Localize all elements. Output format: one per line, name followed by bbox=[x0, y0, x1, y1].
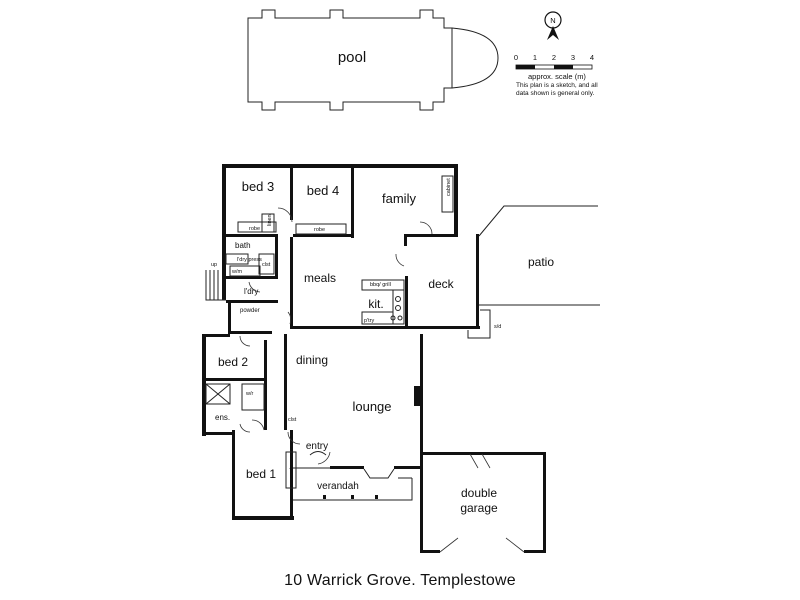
pool-label: pool bbox=[338, 49, 366, 66]
label-kitchen: kit. bbox=[368, 297, 383, 311]
label-dining: dining bbox=[296, 353, 328, 367]
scale-label: approx. scale (m) bbox=[528, 72, 586, 81]
north-letter: N bbox=[550, 16, 555, 25]
label-garage-line-1: double bbox=[461, 486, 497, 500]
label-up: up bbox=[211, 262, 217, 268]
house-details bbox=[205, 175, 600, 501]
fixture-labels: robe robe linen cabinet bbq/ grill l'dry… bbox=[211, 178, 501, 478]
label-deck: deck bbox=[428, 277, 454, 291]
disclaimer-line-1: This plan is a sketch, and all bbox=[516, 82, 598, 89]
label-patio: patio bbox=[528, 255, 554, 269]
label-pantry: p'try bbox=[364, 318, 374, 324]
scale-tick-1: 1 bbox=[533, 53, 537, 62]
label-ensuite: ens. bbox=[215, 413, 230, 422]
label-meals: meals bbox=[304, 271, 336, 285]
label-bed-2: bed 2 bbox=[218, 355, 248, 369]
label-coats: coats bbox=[289, 465, 295, 478]
compass-icon: N bbox=[544, 11, 562, 40]
scale-tick-2: 2 bbox=[552, 53, 556, 62]
room-labels: bed 3 bed 4 family bath meals kit. deck … bbox=[215, 179, 554, 515]
label-entry: entry bbox=[306, 441, 328, 452]
label-bbq: bbq/ grill bbox=[370, 282, 391, 288]
label-linen: linen bbox=[267, 214, 273, 226]
label-clst: clst bbox=[262, 262, 271, 268]
address-caption: 10 Warrick Grove. Templestowe bbox=[284, 572, 516, 589]
label-bath: bath bbox=[235, 241, 251, 250]
label-bed-1: bed 1 bbox=[246, 467, 276, 481]
label-wm: w/m bbox=[231, 269, 243, 275]
label-clst-2: clst bbox=[288, 417, 297, 423]
label-bed-4: bed 4 bbox=[307, 183, 340, 198]
label-ldry-press: l'dry press bbox=[237, 257, 262, 263]
label-powder: powder bbox=[240, 308, 260, 314]
label-cabinet: cabinet bbox=[446, 178, 452, 196]
pool: pool bbox=[247, 9, 499, 111]
label-lounge: lounge bbox=[352, 399, 391, 414]
disclaimer-line-2: data shown is general only. bbox=[516, 90, 594, 97]
label-robe-bed3: robe bbox=[249, 226, 260, 232]
label-family: family bbox=[382, 191, 416, 206]
scale-tick-4: 4 bbox=[590, 53, 594, 62]
label-robe-bed4: robe bbox=[314, 227, 325, 233]
scale-tick-0: 0 bbox=[514, 53, 518, 62]
label-laundry: l'dry bbox=[244, 287, 258, 296]
door-swings bbox=[239, 207, 525, 553]
scale-tick-3: 3 bbox=[571, 53, 575, 62]
label-sd: s/d bbox=[494, 324, 501, 330]
label-verandah: verandah bbox=[317, 481, 359, 492]
label-bed-3: bed 3 bbox=[242, 179, 275, 194]
scale-bar: 0 1 2 3 4 approx. scale (m) This plan is… bbox=[514, 53, 598, 97]
label-wr: w/r bbox=[245, 391, 254, 397]
label-garage-line-2: garage bbox=[460, 501, 498, 515]
